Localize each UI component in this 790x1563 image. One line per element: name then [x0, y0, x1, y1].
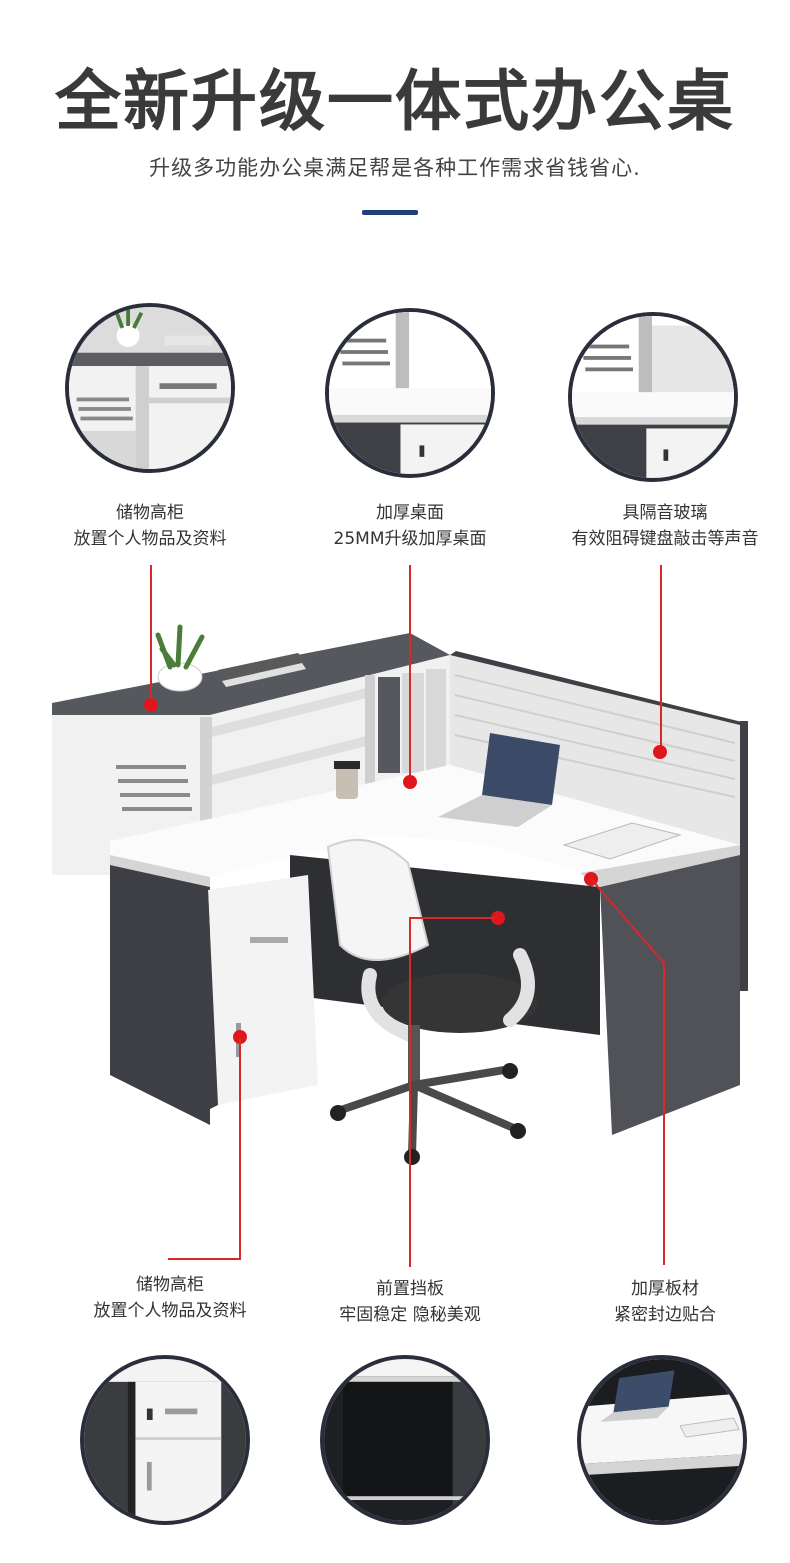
- feature-name: 加厚板材: [631, 1279, 699, 1299]
- pointer-line-2: [409, 565, 411, 780]
- pointer-dot-1: [144, 698, 158, 712]
- pointer-line-3: [660, 565, 662, 750]
- feature-label-top-1: 储物高柜 放置个人物品及资料: [40, 500, 260, 552]
- feature-desc: 牢固稳定 隐秘美观: [339, 1305, 481, 1325]
- feature-label-bottom-1: 储物高柜 放置个人物品及资料: [60, 1272, 280, 1324]
- storage-cabinet-closeup-image: [69, 307, 231, 469]
- thick-board-closeup-image: [581, 1359, 743, 1521]
- feature-name: 前置挡板: [376, 1279, 444, 1299]
- pointer-line-5-horizontal: [410, 917, 495, 919]
- pointer-dot-5: [491, 911, 505, 925]
- feature-desc: 25MM升级加厚桌面: [333, 529, 487, 549]
- feature-name: 储物高柜: [116, 503, 184, 523]
- pointer-line-6-diagonal: [590, 878, 665, 964]
- feature-name: 加厚桌面: [376, 503, 444, 523]
- pointer-line-6: [663, 962, 665, 1265]
- page-title: 全新升级一体式办公桌: [55, 62, 735, 140]
- feature-desc: 放置个人物品及资料: [73, 529, 227, 549]
- thick-desktop-closeup-image: [329, 312, 491, 474]
- pointer-line-4-horizontal: [168, 1258, 241, 1260]
- feature-label-bottom-3: 加厚板材 紧密封边贴合: [555, 1276, 775, 1328]
- pointer-dot-2: [403, 775, 417, 789]
- feature-name: 储物高柜: [136, 1275, 204, 1295]
- l-shaped-desk-illustration: [52, 624, 748, 1165]
- front-panel-closeup-image: [324, 1359, 486, 1521]
- pointer-dot-3: [653, 745, 667, 759]
- detail-circle-storage-cabinet: [65, 303, 235, 473]
- detail-circle-front-panel: [320, 1355, 490, 1525]
- feature-label-top-3: 具隔音玻璃 有效阻碍键盘敲击等声音: [540, 500, 790, 552]
- pointer-line-5: [409, 917, 411, 1267]
- desk-main-image: [40, 615, 760, 1175]
- feature-name: 具隔音玻璃: [622, 503, 708, 523]
- detail-circle-thick-desktop: [325, 308, 495, 478]
- detail-circle-pedestal: [80, 1355, 250, 1525]
- feature-desc: 有效阻碍键盘敲击等声音: [571, 529, 759, 549]
- feature-desc: 放置个人物品及资料: [93, 1301, 247, 1321]
- page-subtitle: 升级多功能办公桌满足帮是各种工作需求省钱省心.: [149, 156, 641, 180]
- detail-circle-soundproof-glass: [568, 312, 738, 482]
- pointer-line-4: [239, 1038, 241, 1260]
- feature-label-top-2: 加厚桌面 25MM升级加厚桌面: [300, 500, 520, 552]
- soundproof-glass-closeup-image: [572, 316, 734, 478]
- pointer-dot-4: [233, 1030, 247, 1044]
- pedestal-closeup-image: [84, 1359, 246, 1521]
- title-underline: [362, 210, 418, 215]
- detail-circle-thick-board: [577, 1355, 747, 1525]
- feature-desc: 紧密封边贴合: [614, 1305, 716, 1325]
- pointer-line-1: [150, 565, 152, 705]
- feature-label-bottom-2: 前置挡板 牢固稳定 隐秘美观: [300, 1276, 520, 1328]
